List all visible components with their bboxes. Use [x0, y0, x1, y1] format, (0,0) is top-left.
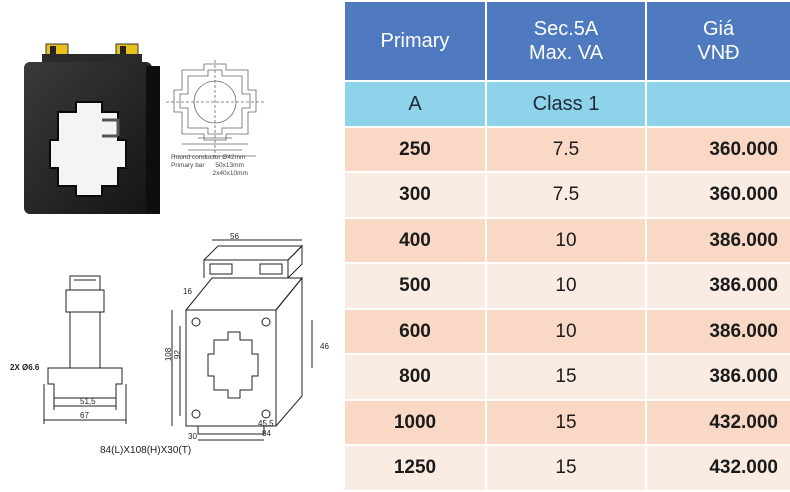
dim-height-outer: 108	[164, 347, 174, 362]
subheader-class: Class 1	[487, 82, 645, 126]
cell-primary: 300	[345, 173, 485, 217]
dim-depth: 16	[183, 287, 192, 296]
spec-line: 2x40x10mm	[171, 170, 248, 177]
cell-price: 432.000	[647, 400, 790, 445]
cell-price: 432.000	[647, 446, 790, 490]
cell-primary: 250	[345, 127, 485, 172]
side-dim-outer: 67	[80, 411, 89, 420]
table-row: 250 7.5 360.000	[345, 127, 790, 172]
product-illustration-panel: Round conductor Ø42mm Primary bar 50x13m…	[0, 0, 342, 492]
subheader-unit: A	[345, 82, 485, 126]
cell-va: 10	[487, 218, 645, 263]
cell-primary: 500	[345, 264, 485, 308]
cell-primary: 600	[345, 309, 485, 354]
subheader-row: A Class 1	[345, 82, 790, 126]
dim-height-inner: 92	[172, 350, 182, 359]
header-secondary: Sec.5A Max. VA	[487, 2, 645, 81]
dim-window: 46	[320, 342, 329, 351]
table-row: 800 15 386.000	[345, 355, 790, 399]
header-line: VNĐ	[697, 42, 740, 65]
cell-price: 386.000	[647, 218, 790, 263]
table-row: 600 10 386.000	[345, 309, 790, 354]
header-row: Primary Sec.5A Max. VA Giá VNĐ	[345, 2, 790, 81]
cell-primary: 1000	[345, 400, 485, 445]
price-table: Primary Sec.5A Max. VA Giá VNĐ A Class 1…	[343, 0, 790, 492]
side-view-drawing	[43, 275, 127, 424]
table-row: 1250 15 432.000	[345, 446, 790, 490]
cell-price: 386.000	[647, 309, 790, 354]
isometric-drawing	[171, 239, 313, 441]
dim-base-outer: 84	[262, 429, 271, 438]
subheader-empty	[647, 82, 790, 126]
cell-primary: 800	[345, 355, 485, 399]
cell-price: 360.000	[647, 127, 790, 172]
conductor-specs: Round conductor Ø42mm Primary bar 50x13m…	[171, 154, 248, 178]
cell-va: 15	[487, 446, 645, 490]
cell-price: 386.000	[647, 264, 790, 308]
cell-va: 10	[487, 309, 645, 354]
table-row: 500 10 386.000	[345, 264, 790, 308]
table-row: 1000 15 432.000	[345, 400, 790, 445]
cell-va: 7.5	[487, 173, 645, 217]
dim-top: 56	[230, 232, 239, 241]
dim-base-inner: 45,5	[258, 419, 274, 428]
cell-va: 15	[487, 355, 645, 399]
cell-price: 360.000	[647, 173, 790, 217]
current-transformer-photo	[24, 43, 160, 214]
dim-thickness: 30	[188, 432, 197, 441]
cell-va: 7.5	[487, 127, 645, 172]
table-row: 400 10 386.000	[345, 218, 790, 263]
cell-va: 15	[487, 400, 645, 445]
header-line: Giá	[702, 18, 735, 41]
spec-line: Round conductor Ø42mm	[171, 154, 246, 161]
cell-price: 386.000	[647, 355, 790, 399]
header-line: Max. VA	[528, 42, 604, 65]
cell-va: 10	[487, 264, 645, 308]
header-line: Sec.5A	[533, 18, 599, 41]
holes-label: 2X Ø6.6	[10, 363, 40, 372]
dimensions-caption: 84(L)X108(H)X30(T)	[100, 445, 192, 456]
side-dim-inner: 51,5	[80, 397, 96, 406]
cell-primary: 400	[345, 218, 485, 263]
cross-section-drawing	[166, 60, 264, 160]
cell-primary: 1250	[345, 446, 485, 490]
spec-line: Primary bar 50x13mm	[171, 162, 244, 169]
header-line: Primary	[380, 30, 450, 53]
header-price: Giá VNĐ	[647, 2, 790, 81]
header-primary: Primary	[345, 2, 485, 81]
table-row: 300 7.5 360.000	[345, 173, 790, 217]
